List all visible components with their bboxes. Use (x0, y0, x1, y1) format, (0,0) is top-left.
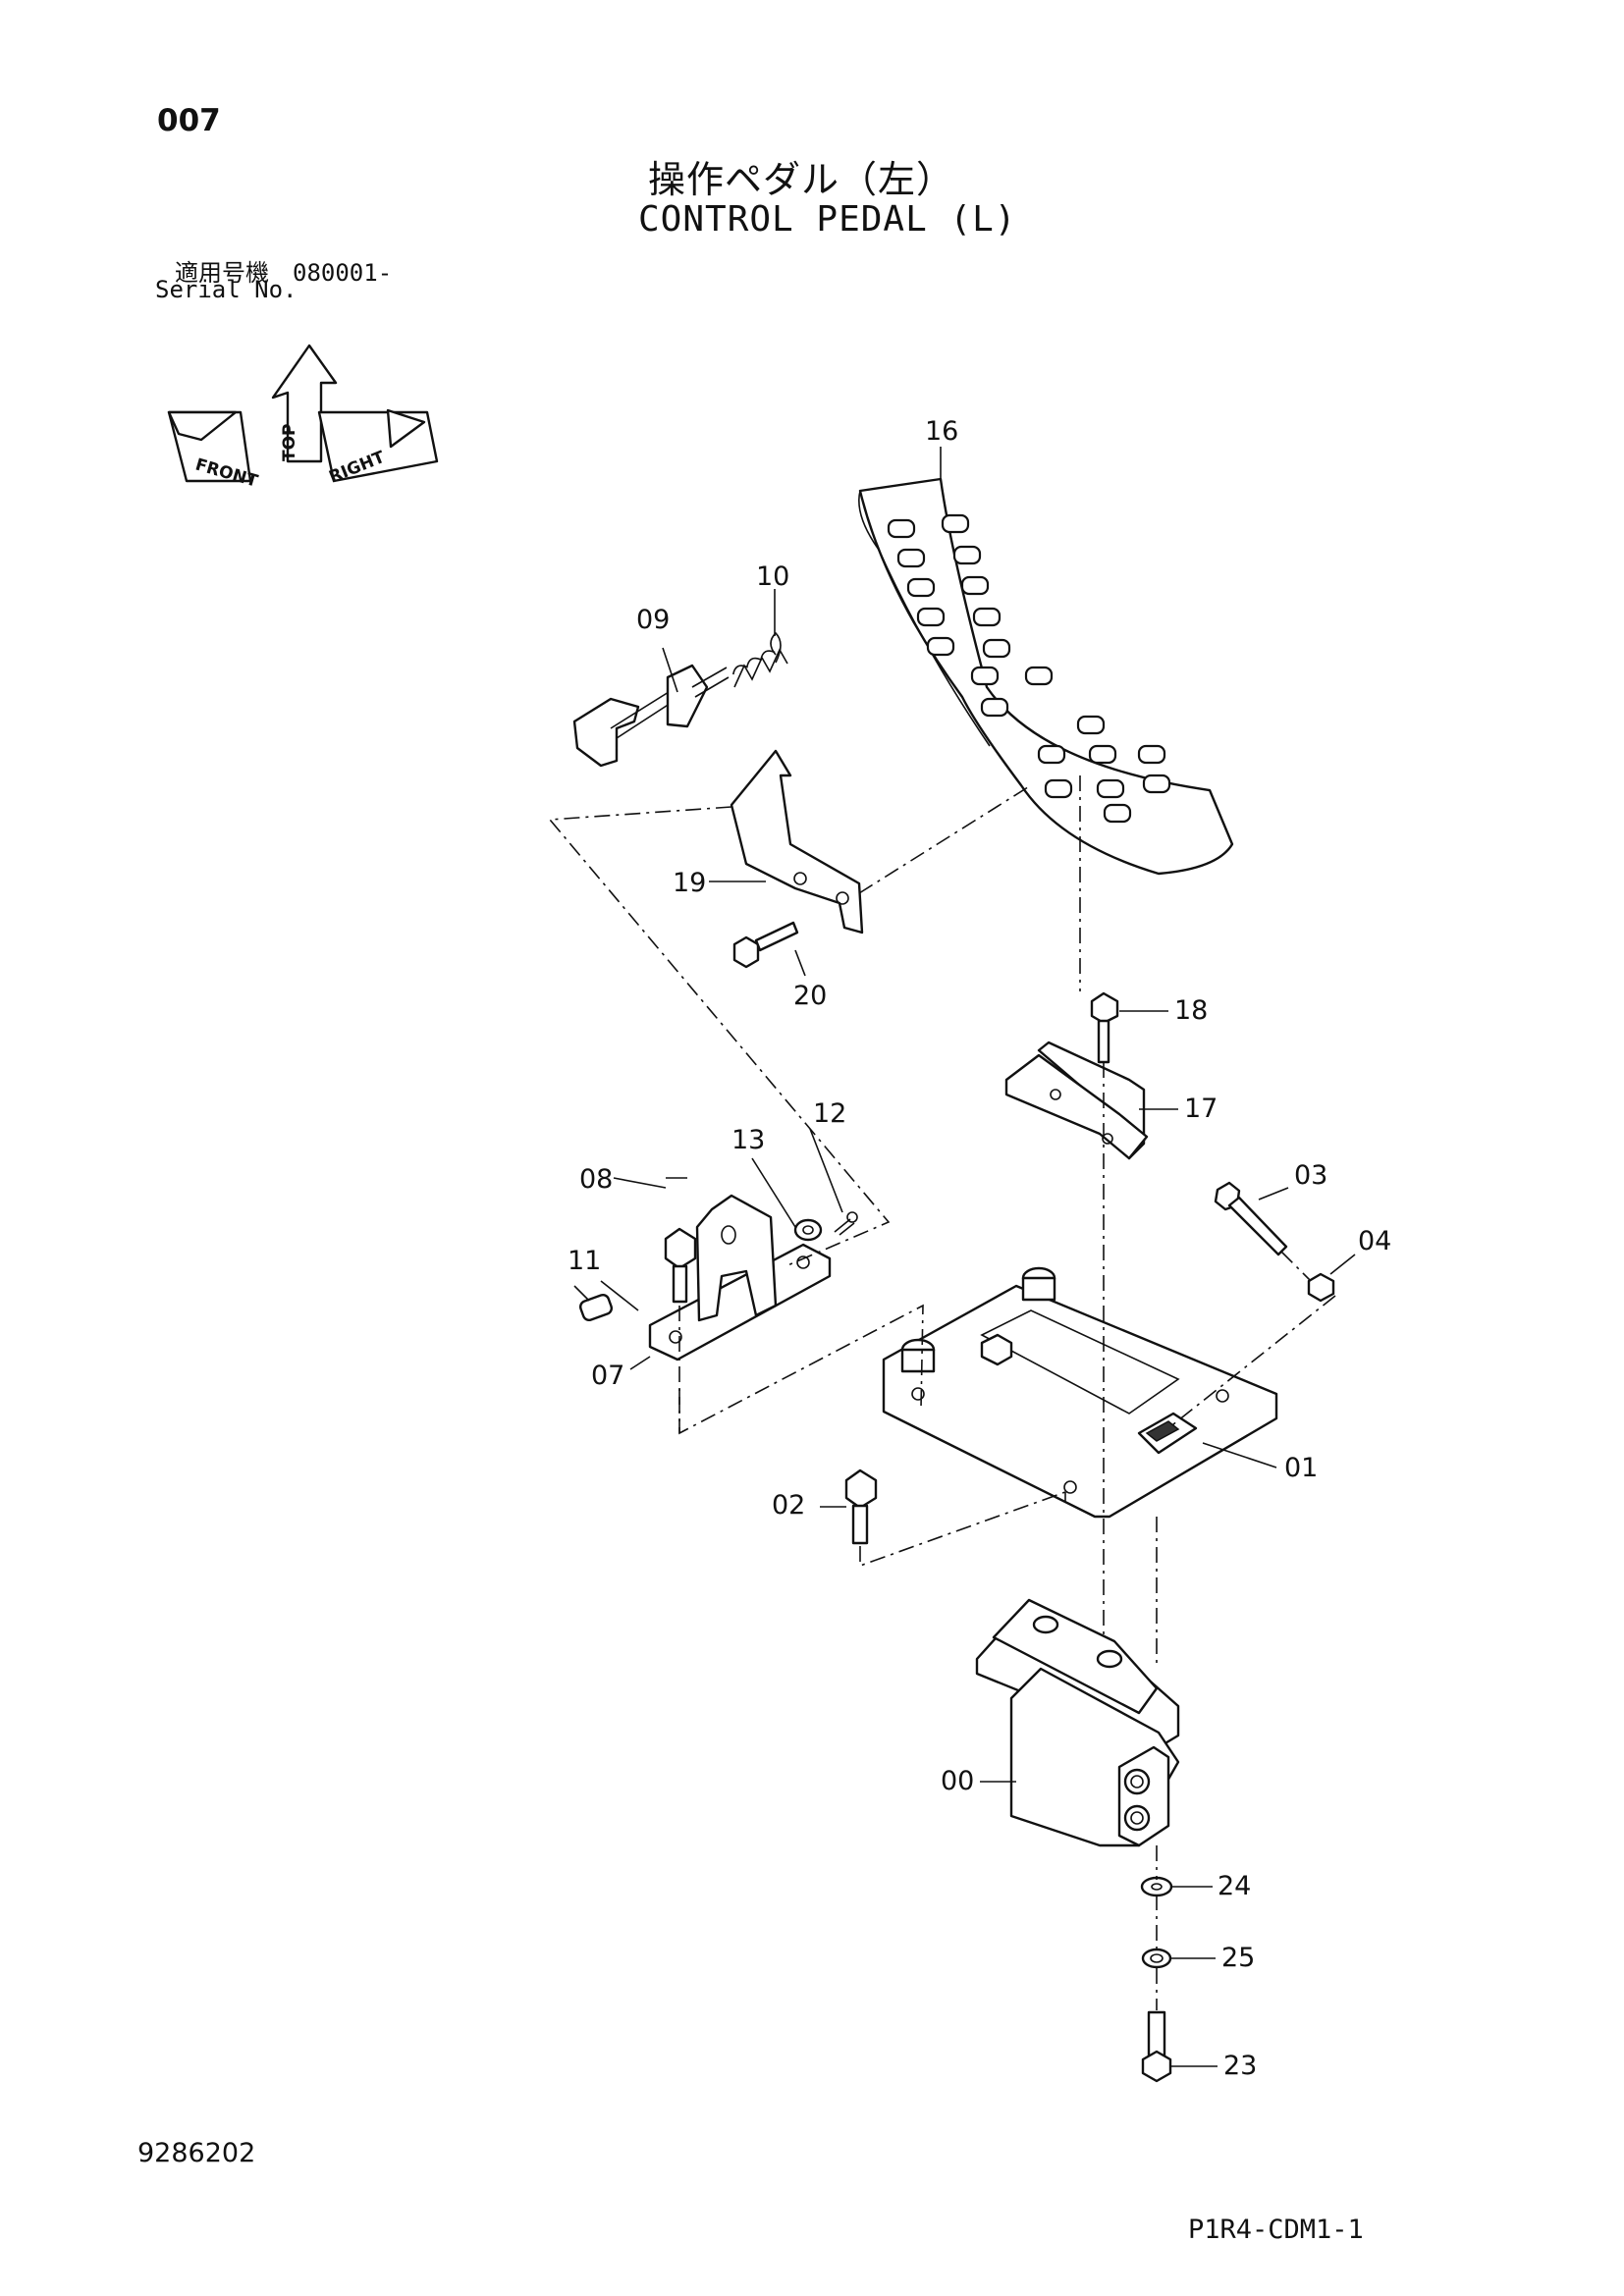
callout-16: 16 (925, 416, 958, 447)
callout-10: 10 (756, 561, 789, 592)
callout-20: 20 (793, 981, 827, 1011)
callout-01: 01 (1284, 1453, 1318, 1483)
washer-13 (793, 1218, 823, 1242)
pin-11 (578, 1293, 614, 1322)
callout-12: 12 (813, 1098, 846, 1129)
callout-24: 24 (1218, 1871, 1251, 1901)
callout-23: 23 (1223, 2051, 1257, 2081)
pedal-support-07 (648, 1194, 832, 1362)
nut-04 (1307, 1272, 1335, 1303)
bracket-17 (1004, 1041, 1149, 1160)
page-title-english: CONTROL PEDAL (L) (638, 199, 1017, 240)
serial-label-japanese: 適用号機 080001- (175, 259, 393, 287)
bolt-02 (844, 1468, 878, 1545)
callout-labels: 16 10 09 19 20 18 17 03 04 12 13 08 11 0… (568, 416, 1391, 2081)
lever-bracket-09 (572, 664, 730, 768)
callout-03: 03 (1294, 1160, 1327, 1191)
pin-12 (834, 1211, 858, 1236)
callout-07: 07 (591, 1361, 624, 1391)
page-code: P1R4-CDM1-1 (1188, 2215, 1364, 2245)
serial-label-english: Serial No. (155, 276, 298, 303)
washer-24 (1140, 1876, 1173, 1897)
callout-18: 18 (1174, 995, 1208, 1026)
callout-11: 11 (568, 1246, 601, 1276)
orientation-top-label: TOP (280, 423, 299, 461)
callout-25: 25 (1221, 1943, 1255, 1973)
callout-08: 08 (579, 1164, 613, 1195)
callout-13: 13 (731, 1125, 765, 1155)
page-title-japanese: 操作ペダル（左） (648, 158, 955, 201)
bolt-20 (732, 921, 799, 969)
pedal-grip-pattern (887, 513, 1171, 824)
callout-04: 04 (1358, 1226, 1391, 1256)
spring-10 (731, 631, 788, 688)
callout-19: 19 (673, 868, 706, 898)
bolt-23 (1141, 2010, 1172, 2083)
pedal-pad (858, 477, 1234, 876)
callout-00: 00 (941, 1766, 974, 1796)
pilot-valve-00 (975, 1598, 1180, 1847)
bolt-03 (1214, 1181, 1288, 1256)
orientation-indicator: TOP FRONT RIGHT (167, 344, 439, 492)
callout-02: 02 (772, 1490, 805, 1521)
page-number: 007 (157, 103, 221, 138)
bolt-08 (664, 1227, 697, 1304)
base-plate-01 (882, 1266, 1278, 1519)
callout-17: 17 (1184, 1094, 1218, 1124)
bolt-18 (1090, 991, 1119, 1064)
drawing-number: 9286202 (137, 2138, 256, 2168)
leader-lines (573, 447, 1356, 2067)
pedal-bracket-19 (730, 749, 864, 934)
assembly-lines (548, 775, 1336, 2010)
callout-09: 09 (636, 605, 670, 635)
spring-washer-25 (1141, 1948, 1172, 1969)
